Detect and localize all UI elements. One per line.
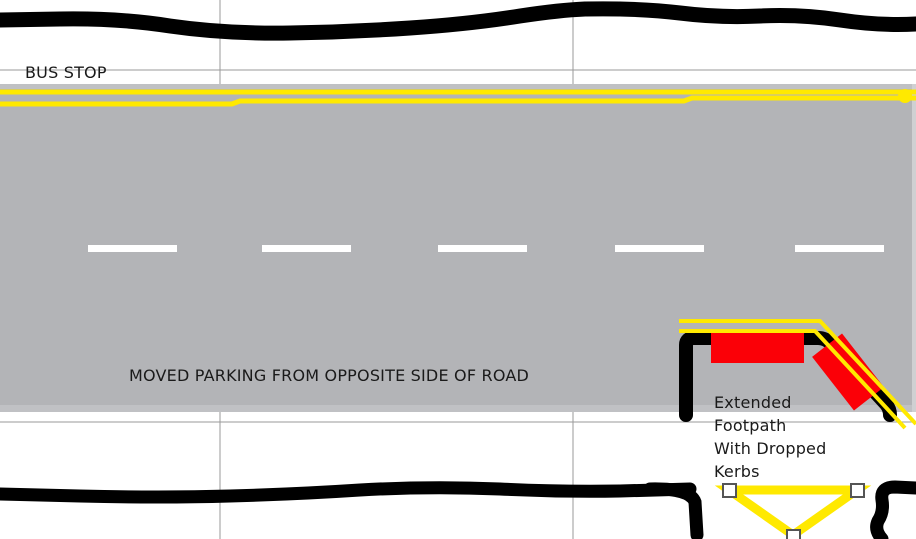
parked-car-angled	[812, 333, 884, 411]
bus-stop-annotation: BUS STOP	[25, 63, 107, 82]
moved-parking-annotation: MOVED PARKING FROM OPPOSITE SIDE OF ROAD	[129, 366, 530, 385]
lane-dash	[795, 245, 884, 252]
parked-vehicles	[711, 332, 884, 411]
selection-handles[interactable]	[722, 483, 865, 539]
yellow-line-lower	[0, 95, 916, 107]
selection-handle-top-left[interactable]	[722, 483, 737, 498]
selection-handle-bottom[interactable]	[786, 529, 801, 539]
top-boundary-line	[0, 1, 916, 41]
yellow-triangle[interactable]	[714, 485, 872, 539]
yellow-line-buildout-lower	[679, 329, 907, 430]
lane-dashes	[88, 245, 884, 252]
bottom-boundary-line	[0, 481, 697, 504]
bottom-right-kerb-hook	[870, 480, 916, 539]
lane-dash	[88, 245, 177, 252]
yellow-line-end-dot	[898, 89, 912, 103]
lane-dash	[615, 245, 704, 252]
yellow-line-buildout-upper	[679, 319, 916, 426]
parked-car-horizontal	[711, 332, 804, 363]
extended-footpath-annotation: Extended Footpath With Dropped Kerbs	[714, 393, 827, 481]
selected-triangle-shape[interactable]	[714, 485, 872, 539]
double-yellow-lines-buildout	[679, 319, 916, 430]
selection-handle-top-right[interactable]	[850, 483, 865, 498]
double-yellow-lines-top	[0, 89, 916, 107]
carriageway-right-edge	[912, 84, 916, 412]
bottom-left-kerb-hook	[643, 482, 704, 539]
lane-dash	[262, 245, 351, 252]
lane-dash	[438, 245, 527, 252]
carriageway-bottom-edge	[0, 405, 916, 412]
carriageway-top-edge	[0, 84, 916, 89]
